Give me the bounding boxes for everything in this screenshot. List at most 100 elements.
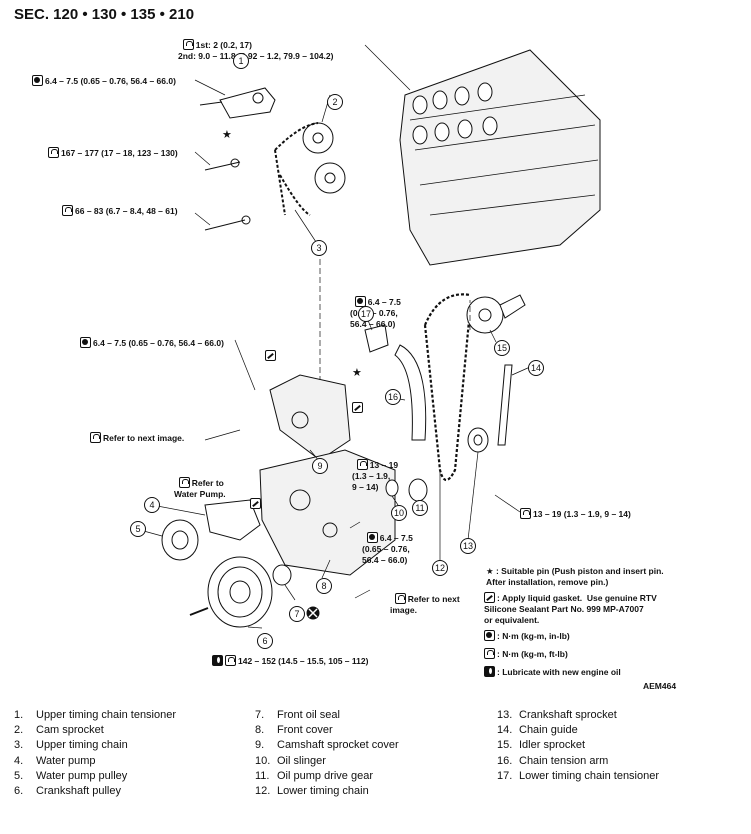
idler-sprocket [466, 294, 526, 334]
drawing-code: AEM464 [643, 681, 677, 691]
section-title: SEC. 120 • 130 • 135 • 210 [14, 6, 195, 23]
refer-next-image-2: Refer to next image. [390, 593, 460, 615]
callout-16: 16 [385, 389, 401, 405]
nm-ft-icon [484, 648, 495, 659]
star-icon: ★ [352, 367, 362, 379]
legend-star: ★ : Suitable pin (Push piston and insert… [486, 566, 664, 587]
list-item: 2.Cam sprocket [14, 724, 104, 737]
list-item: 6.Crankshaft pulley [14, 785, 121, 798]
callout-10: 10 [391, 505, 407, 521]
list-item: 10.Oil slinger [255, 754, 326, 767]
callout-1: 1 [233, 53, 249, 69]
legend-nm-in: : N·m (kg-m, in-lb) [484, 630, 570, 642]
oil-icon [212, 655, 223, 666]
torque-tensioner-bolts: 6.4 – 7.5 (0.65 – 0.76, 56.4 – 66.0) [32, 75, 176, 87]
torque-front-cover-in: 6.4 – 7.5 (0.65 – 0.76, 56.4 – 66.0) [362, 532, 413, 565]
nm-in-icon [354, 296, 366, 307]
front-cover [259, 449, 396, 576]
camshaft-lobes [412, 82, 498, 145]
star-icon: ★ [222, 129, 232, 141]
list-item: 15.Idler sprocket [497, 739, 586, 752]
torque-front-cover-bolt: 13 – 19 (1.3 – 1.9, 9 – 14) [352, 459, 399, 492]
list-item: 1.Upper timing chain tensioner [14, 709, 177, 721]
callout-3: 3 [311, 240, 327, 256]
nm-ft-icon [394, 593, 406, 604]
chain-guide [497, 364, 513, 446]
crankshaft-sprocket [467, 427, 489, 453]
nm-in-icon [80, 337, 91, 348]
list-item: 5.Water pump pulley [14, 769, 128, 782]
list-item: 9.Camshaft sprocket cover [255, 739, 399, 752]
list-item: 4.Water pump [14, 754, 96, 767]
torque-cam-sprocket-1: 167 – 177 (17 – 18, 123 – 130) [48, 147, 178, 159]
lower-tensioner [364, 324, 389, 353]
callout-12: 12 [432, 560, 448, 576]
nm-ft-icon [225, 655, 236, 666]
list-item: 17.Lower timing chain tensioner [497, 769, 660, 782]
refer-next-image-1: Refer to next image. [90, 432, 184, 444]
list-item: 11.Oil pump drive gear [255, 769, 373, 782]
water-pump-pulley [161, 519, 199, 561]
callout-13: 13 [460, 538, 476, 554]
nm-ft-icon [178, 477, 190, 488]
lower-timing-chain [423, 293, 472, 482]
torque-sprocket-cover: 6.4 – 7.5 (0.65 – 0.76, 56.4 – 66.0) [80, 337, 224, 349]
front-oil-seal [272, 564, 292, 586]
nm-ft-icon [62, 205, 73, 216]
torque-lower-tensioner: 6.4 – 7.5 (0.65 – 0.76, 56.4 – 66.0) [350, 296, 401, 329]
callout-7: 7 [289, 606, 305, 622]
nm-ft-icon [90, 432, 101, 443]
chain-tension-arm [394, 344, 427, 441]
callout-2: 2 [327, 94, 343, 110]
torque-cam-sprocket-2: 66 – 83 (6.7 – 8.4, 48 – 61) [62, 205, 178, 217]
callout-14: 14 [528, 360, 544, 376]
nm-in-icon [366, 532, 378, 543]
star-icon: ★ [486, 566, 496, 576]
callout-15: 15 [494, 340, 510, 356]
list-item: 14.Chain guide [497, 724, 578, 737]
oil-icon [484, 666, 495, 677]
callout-17: 17 [358, 306, 374, 322]
callout-9: 9 [312, 458, 328, 474]
legend-oil: : Lubricate with new engine oil [484, 666, 621, 678]
upper-tensioner [219, 87, 276, 119]
parts-list-col-3: 13.Crankshaft sprocket 14.Chain guide 15… [497, 708, 659, 784]
list-item: 3.Upper timing chain [14, 739, 128, 752]
nm-ft-icon [182, 39, 194, 50]
list-item: 12.Lower timing chain [255, 785, 369, 798]
crankshaft-pulley [207, 556, 273, 628]
nm-in-icon [32, 75, 43, 86]
torque-crank-pulley: 142 – 152 (14.5 – 15.5, 105 – 112) [212, 655, 368, 667]
torque-upper-tensioner: 1st: 2 (0.2, 17) 2nd: 9.0 – 11.8 (0.92 –… [178, 39, 334, 61]
nm-in-icon [484, 630, 495, 641]
bolts [199, 101, 251, 231]
list-item: 13.Crankshaft sprocket [497, 709, 617, 721]
parts-list-col-2: 7.Front oil seal 8.Front cover 9.Camshaf… [255, 708, 399, 799]
nm-ft-icon [356, 459, 368, 470]
nm-ft-icon [48, 147, 59, 158]
list-item: 8.Front cover [255, 724, 333, 737]
legend-gasket: : Apply liquid gasket. Use genuine RTV S… [484, 592, 657, 625]
callout-11: 11 [412, 500, 428, 516]
cylinder-head [399, 49, 601, 266]
legend-nm-ft: : N·m (kg-m, ft-lb) [484, 648, 568, 660]
gasket-icon [265, 350, 276, 361]
upper-timing-chain [274, 122, 319, 216]
torque-tension-arm: 13 – 19 (1.3 – 1.9, 9 – 14) [520, 508, 631, 520]
discard-icon [306, 606, 320, 620]
callout-5: 5 [130, 521, 146, 537]
callout-4: 4 [144, 497, 160, 513]
list-item: 7.Front oil seal [255, 709, 340, 721]
list-item: 16.Chain tension arm [497, 754, 609, 767]
gasket-icon [352, 402, 363, 413]
nm-ft-icon [520, 508, 531, 519]
cam-sprocket [302, 122, 346, 194]
oil-pump-drive-gear [408, 478, 428, 502]
gasket-icon [250, 498, 261, 509]
parts-list-col-1: 1.Upper timing chain tensioner 2.Cam spr… [14, 708, 176, 799]
water-pump [204, 499, 261, 541]
refer-water-pump: Refer to Water Pump. [174, 477, 226, 499]
callout-6: 6 [257, 633, 273, 649]
camshaft-sprocket-cover [269, 374, 351, 461]
